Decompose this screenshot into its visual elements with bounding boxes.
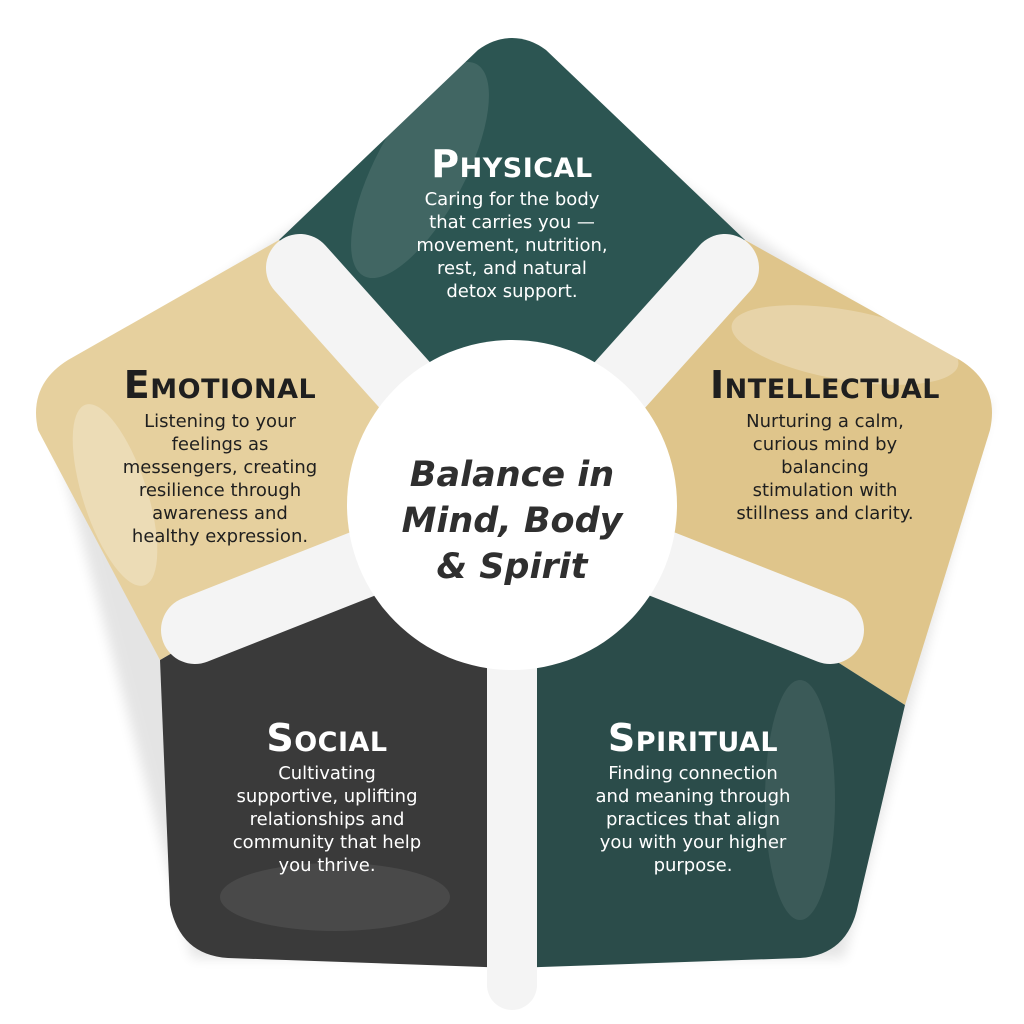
emotional-desc-line: resilience through: [138, 480, 302, 501]
intellectual-desc-line: curious mind by: [752, 434, 898, 455]
spiritual-description: Finding connection and meaning through p…: [565, 762, 821, 877]
physical-desc-line: detox support.: [446, 281, 578, 302]
social-desc-line: community that help: [232, 832, 422, 853]
physical-desc-line: that carries you —: [429, 212, 595, 233]
physical-desc-line: Caring for the body: [424, 189, 600, 210]
emotional-desc-line: Listening to your: [144, 411, 296, 432]
intellectual-description: Nurturing a calm, curious mind by balanc…: [700, 410, 950, 525]
intellectual-desc-line: stimulation with: [752, 480, 898, 501]
physical-desc-line: movement, nutrition,: [416, 235, 608, 256]
emotional-description: Listening to your feelings as messengers…: [100, 410, 340, 548]
spiritual-desc-line: Finding connection: [608, 763, 778, 784]
spiritual-desc-line: you with your higher: [599, 832, 787, 853]
emotional-desc-line: awareness and: [152, 503, 288, 524]
social-description: Cultivating supportive, uplifting relati…: [202, 762, 452, 877]
spiritual-desc-line: practices that align: [605, 809, 781, 830]
highlight-physical: [351, 61, 489, 279]
social-desc-line: relationships and: [249, 809, 405, 830]
intellectual-desc-line: Nurturing a calm,: [746, 411, 904, 432]
highlight-spiritual: [765, 680, 835, 920]
social-desc-line: you thrive.: [278, 855, 376, 876]
social-desc-line: supportive, uplifting: [236, 786, 418, 807]
center-title: Balance in Mind, Body & Spirit: [382, 452, 642, 590]
physical-description: Caring for the body that carries you — m…: [382, 188, 642, 303]
segment-physical: [279, 38, 745, 455]
emotional-desc-line: feelings as: [171, 434, 269, 455]
physical-title: Physical: [431, 142, 593, 186]
social-title: Social: [266, 716, 388, 760]
highlight-emotional: [72, 404, 158, 586]
segment-emotional: [36, 240, 512, 660]
center-title-line: Mind, Body: [401, 501, 623, 541]
emotional-desc-line: messengers, creating: [122, 457, 318, 478]
intellectual-title: Intellectual: [710, 363, 940, 407]
highlight-social: [220, 863, 450, 931]
spiritual-desc-line: and meaning through: [595, 786, 791, 807]
intellectual-desc-line: stillness and clarity.: [736, 503, 914, 524]
spiritual-title: Spiritual: [607, 716, 779, 760]
center-title-line: & Spirit: [436, 547, 588, 587]
highlight-intellectual: [731, 305, 959, 385]
emotional-desc-line: healthy expression.: [131, 526, 309, 547]
center-title-line: Balance in: [409, 455, 615, 495]
social-desc-line: Cultivating: [278, 763, 376, 784]
physical-desc-line: rest, and natural: [437, 258, 587, 279]
intellectual-desc-line: balancing: [781, 457, 869, 478]
spiritual-desc-line: purpose.: [653, 855, 733, 876]
center-circle: [347, 340, 677, 670]
emotional-title: Emotional: [123, 363, 317, 407]
